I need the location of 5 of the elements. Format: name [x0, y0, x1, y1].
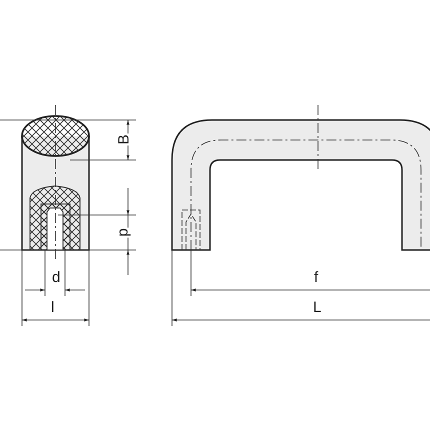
dimension-label: l: [50, 300, 56, 315]
dimension-label: d: [51, 270, 62, 285]
dimension-label: L: [312, 300, 322, 315]
dimension-label: B: [116, 134, 132, 146]
dimension-label: f: [313, 270, 320, 285]
